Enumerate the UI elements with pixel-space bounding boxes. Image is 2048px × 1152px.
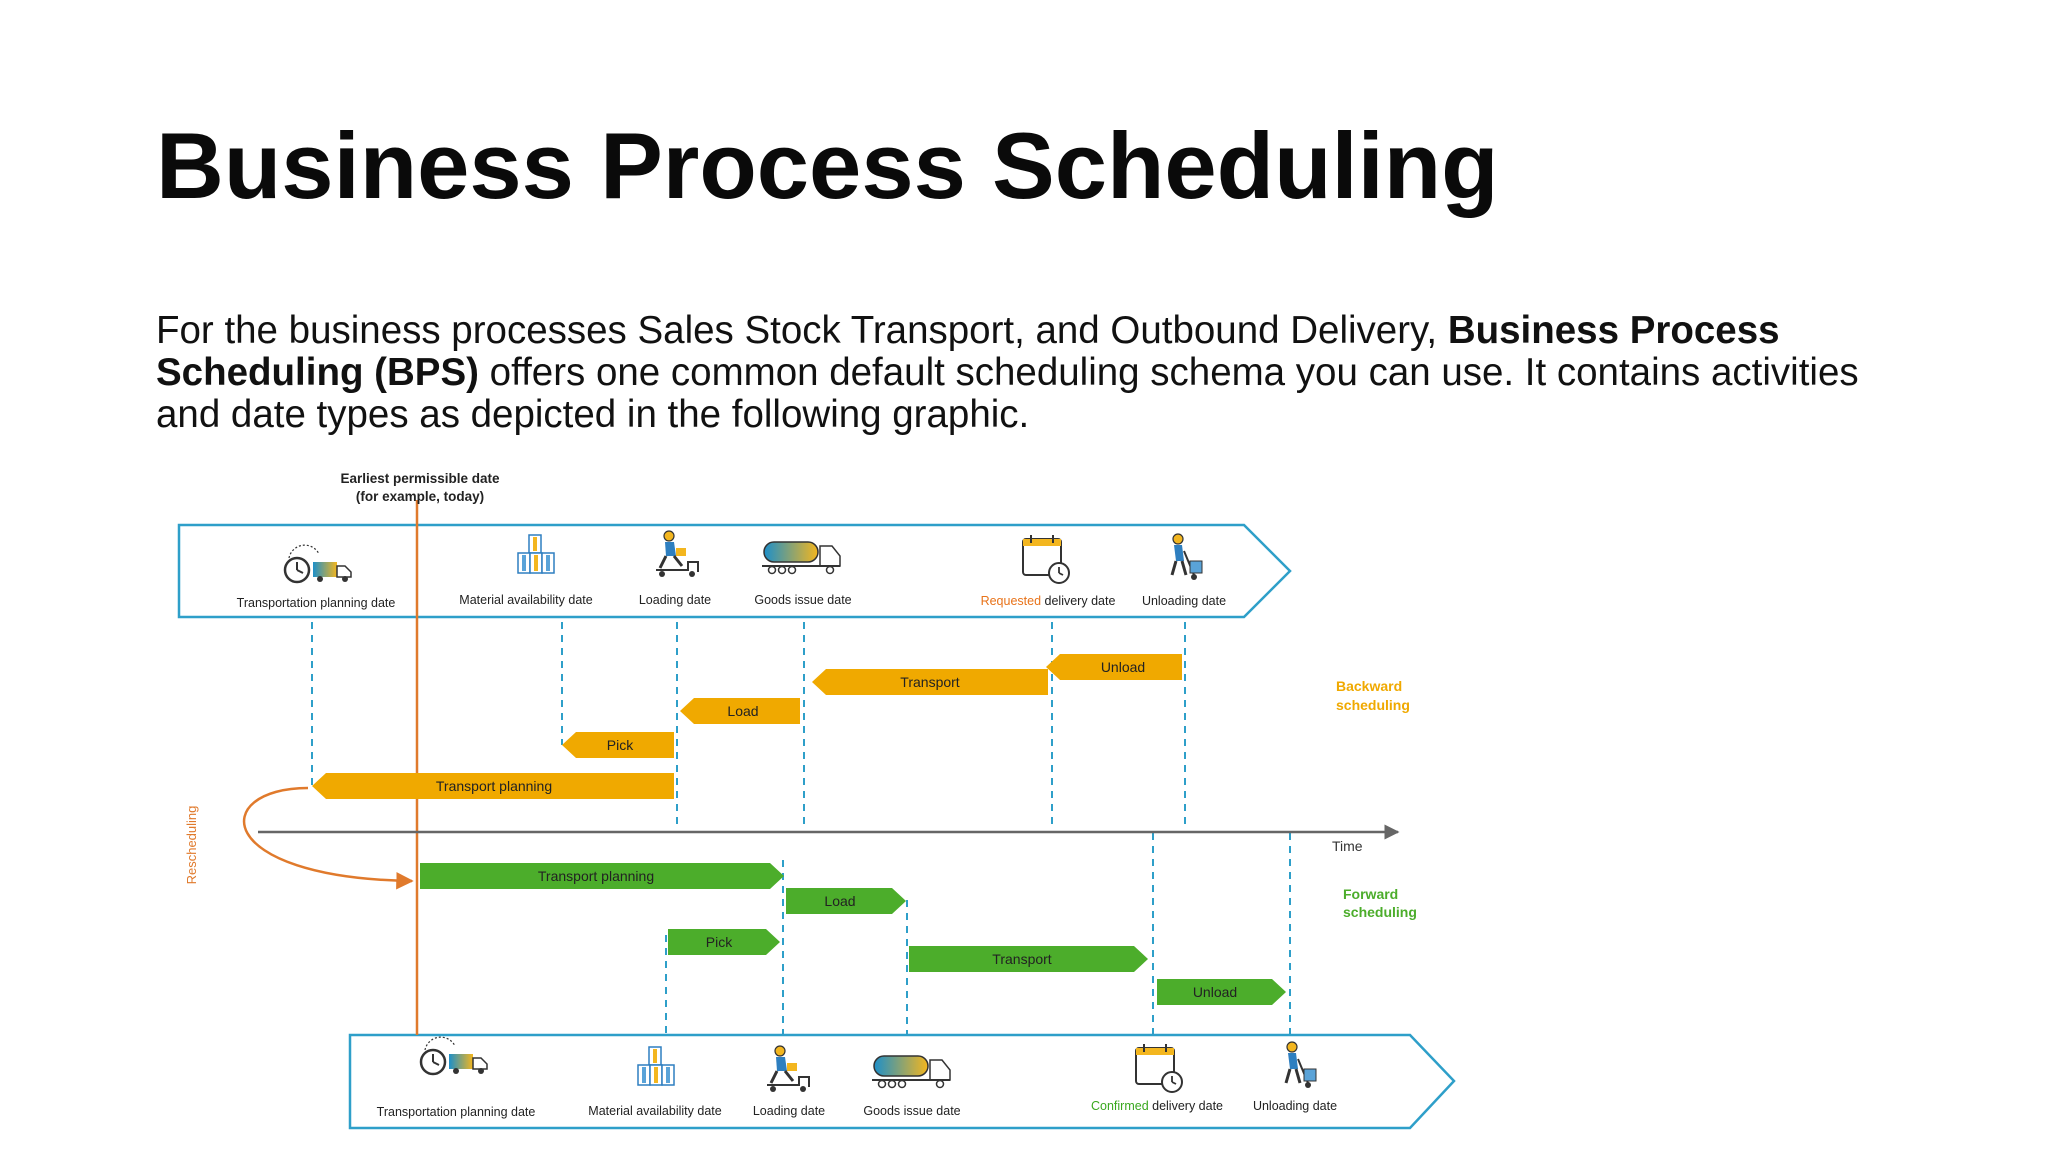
- confirmed-rest: delivery date: [1149, 1099, 1223, 1113]
- svg-text:Loading date: Loading date: [639, 593, 711, 607]
- svg-text:Transport: Transport: [992, 951, 1052, 967]
- boxes-icon: [637, 1046, 675, 1086]
- bottom-date-goods-issue: Goods issue date: [863, 1055, 961, 1118]
- forklift-worker-icon: [767, 1045, 810, 1092]
- svg-text:Unload: Unload: [1193, 984, 1237, 1000]
- svg-text:Transport planning: Transport planning: [436, 778, 552, 794]
- earliest-date-label-line1: Earliest permissible date: [340, 471, 500, 486]
- intro-paragraph: For the business processes Sales Stock T…: [156, 310, 1896, 436]
- forward-activity-transport-planning: Transport planning: [420, 863, 784, 889]
- forward-activity-pick: Pick: [668, 929, 780, 955]
- requested-rest: delivery date: [1041, 594, 1115, 608]
- top-date-loading: Loading date: [639, 530, 711, 607]
- forward-activity-unload: Unload: [1157, 979, 1286, 1005]
- top-date-frame: [177, 523, 1292, 619]
- svg-text:Load: Load: [824, 893, 855, 909]
- bottom-date-loading: Loading date: [753, 1045, 825, 1118]
- bottom-date-unloading: Unloading date: [1253, 1041, 1337, 1113]
- backward-activity-load: Load: [680, 698, 800, 724]
- forward-label-line2: scheduling: [1343, 904, 1417, 920]
- forward-activity-transport: Transport: [909, 946, 1148, 972]
- top-date-requested-delivery: Requested delivery date: [981, 535, 1116, 608]
- clock-truck-icon: [419, 1036, 488, 1076]
- top-date-goods-issue: Goods issue date: [754, 541, 852, 607]
- backward-activity-transport-planning: Transport planning: [312, 773, 674, 799]
- svg-text:Goods issue date: Goods issue date: [754, 593, 851, 607]
- page-title: Business Process Scheduling: [156, 113, 1499, 218]
- svg-text:Unload: Unload: [1101, 659, 1145, 675]
- svg-text:Transport: Transport: [900, 674, 960, 690]
- intro-text-end: offers one common default scheduling sch…: [156, 351, 1859, 436]
- intro-text-start: For the business processes Sales Stock T…: [156, 309, 1448, 352]
- confirmed-highlight: Confirmed: [1091, 1099, 1149, 1113]
- svg-text:Requested delivery date: Requested delivery date: [981, 594, 1116, 608]
- top-date-material-availability: Material availability date: [459, 534, 593, 607]
- svg-text:Transportation planning date: Transportation planning date: [237, 596, 396, 610]
- rescheduling-arrow: [242, 786, 414, 890]
- svg-text:Load: Load: [727, 703, 758, 719]
- backward-label-line2: scheduling: [1336, 697, 1410, 713]
- svg-text:Pick: Pick: [706, 934, 733, 950]
- boxes-icon: [517, 534, 555, 574]
- backward-activity-unload: Unload: [1046, 654, 1182, 680]
- bottom-date-confirmed-delivery: Confirmed delivery date: [1091, 1044, 1223, 1113]
- svg-text:Goods issue date: Goods issue date: [863, 1104, 960, 1118]
- svg-text:Confirmed delivery date: Confirmed delivery date: [1091, 1099, 1223, 1113]
- intro-text-bold: Business Process Scheduling (BPS): [156, 309, 1780, 394]
- backward-activity-transport: Transport: [812, 669, 1048, 695]
- calendar-clock-icon: [1135, 1044, 1183, 1093]
- rescheduling-label: Rescheduling: [184, 806, 199, 885]
- forklift-worker-icon: [656, 530, 699, 577]
- bottom-date-material-availability: Material availability date: [588, 1046, 722, 1118]
- requested-highlight: Requested: [981, 594, 1042, 608]
- svg-text:Unloading date: Unloading date: [1142, 594, 1226, 608]
- svg-text:Transportation planning date: Transportation planning date: [377, 1105, 536, 1119]
- earliest-date-label-line2: (for example, today): [356, 489, 484, 504]
- svg-text:Transport planning: Transport planning: [538, 868, 654, 884]
- forward-guide-lines: [665, 833, 1291, 1035]
- time-axis-label: Time: [1332, 838, 1363, 854]
- tanker-truck-icon: [872, 1055, 951, 1089]
- top-date-unloading: Unloading date: [1142, 533, 1226, 608]
- svg-text:Pick: Pick: [607, 737, 634, 753]
- svg-text:Unloading date: Unloading date: [1253, 1099, 1337, 1113]
- svg-text:Material availability date: Material availability date: [588, 1104, 721, 1118]
- hand-truck-worker-icon: [1170, 533, 1203, 580]
- forward-activity-load: Load: [786, 888, 906, 914]
- calendar-clock-icon: [1022, 535, 1070, 584]
- top-date-transport-planning: Transportation planning date: [237, 544, 396, 610]
- backward-activity-pick: Pick: [562, 732, 674, 758]
- bottom-date-transport-planning: Transportation planning date: [377, 1036, 536, 1119]
- clock-truck-icon: [283, 544, 352, 584]
- backward-guide-lines: [311, 622, 1186, 828]
- hand-truck-worker-icon: [1284, 1041, 1317, 1088]
- forward-label-line1: Forward: [1343, 886, 1398, 902]
- svg-text:Loading date: Loading date: [753, 1104, 825, 1118]
- svg-text:Material availability date: Material availability date: [459, 593, 592, 607]
- backward-label-line1: Backward: [1336, 678, 1402, 694]
- tanker-truck-icon: [762, 541, 841, 575]
